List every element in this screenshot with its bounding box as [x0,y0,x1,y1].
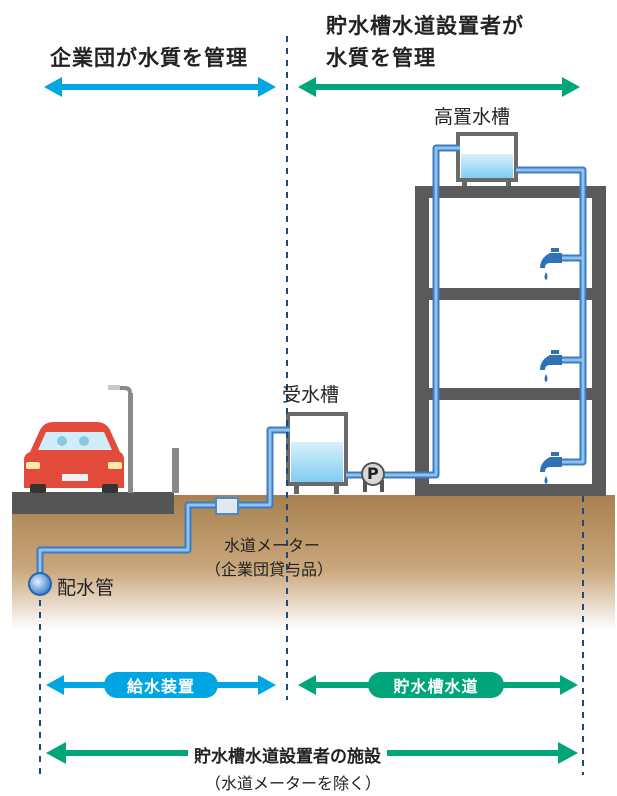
street-lamp [108,385,133,493]
water-meter-icon [215,497,239,515]
top-arrow-left [44,77,276,97]
receiving-tank-label: 受水槽 [282,384,340,406]
main-pipe-label: 配水管 [57,577,115,599]
right-management-label-line2: 水質を管理 [326,46,436,70]
meter-note: （企業団貸与品） [205,560,334,579]
meter-label: 水道メーター [224,536,321,555]
building [415,186,606,496]
left-management-label: 企業団が水質を管理 [50,46,248,70]
supply-device-label: 給水装置 [104,672,218,698]
excluding-meter-note: （水道メーターを除く） [205,774,382,793]
pump-icon [361,462,385,492]
water-pipe [36,144,587,585]
main-pipe-icon [28,572,52,596]
installer-facility-label: 貯水槽水道設置者の施設 [188,742,387,767]
pump-label: P [367,464,379,483]
right-management-label-line1: 貯水槽水道設置者が [326,14,524,38]
receiving-tank [286,412,348,494]
storage-tank-waterworks-label: 貯水槽水道 [368,672,504,698]
boundary-lines [39,36,584,775]
elevated-tank [456,132,518,186]
elevated-tank-label: 高置水槽 [434,106,511,128]
top-arrow-right [298,77,580,97]
car-icon [24,422,124,493]
ground [12,495,615,630]
road [12,492,174,514]
post [172,448,179,493]
faucet-icon [540,248,562,484]
